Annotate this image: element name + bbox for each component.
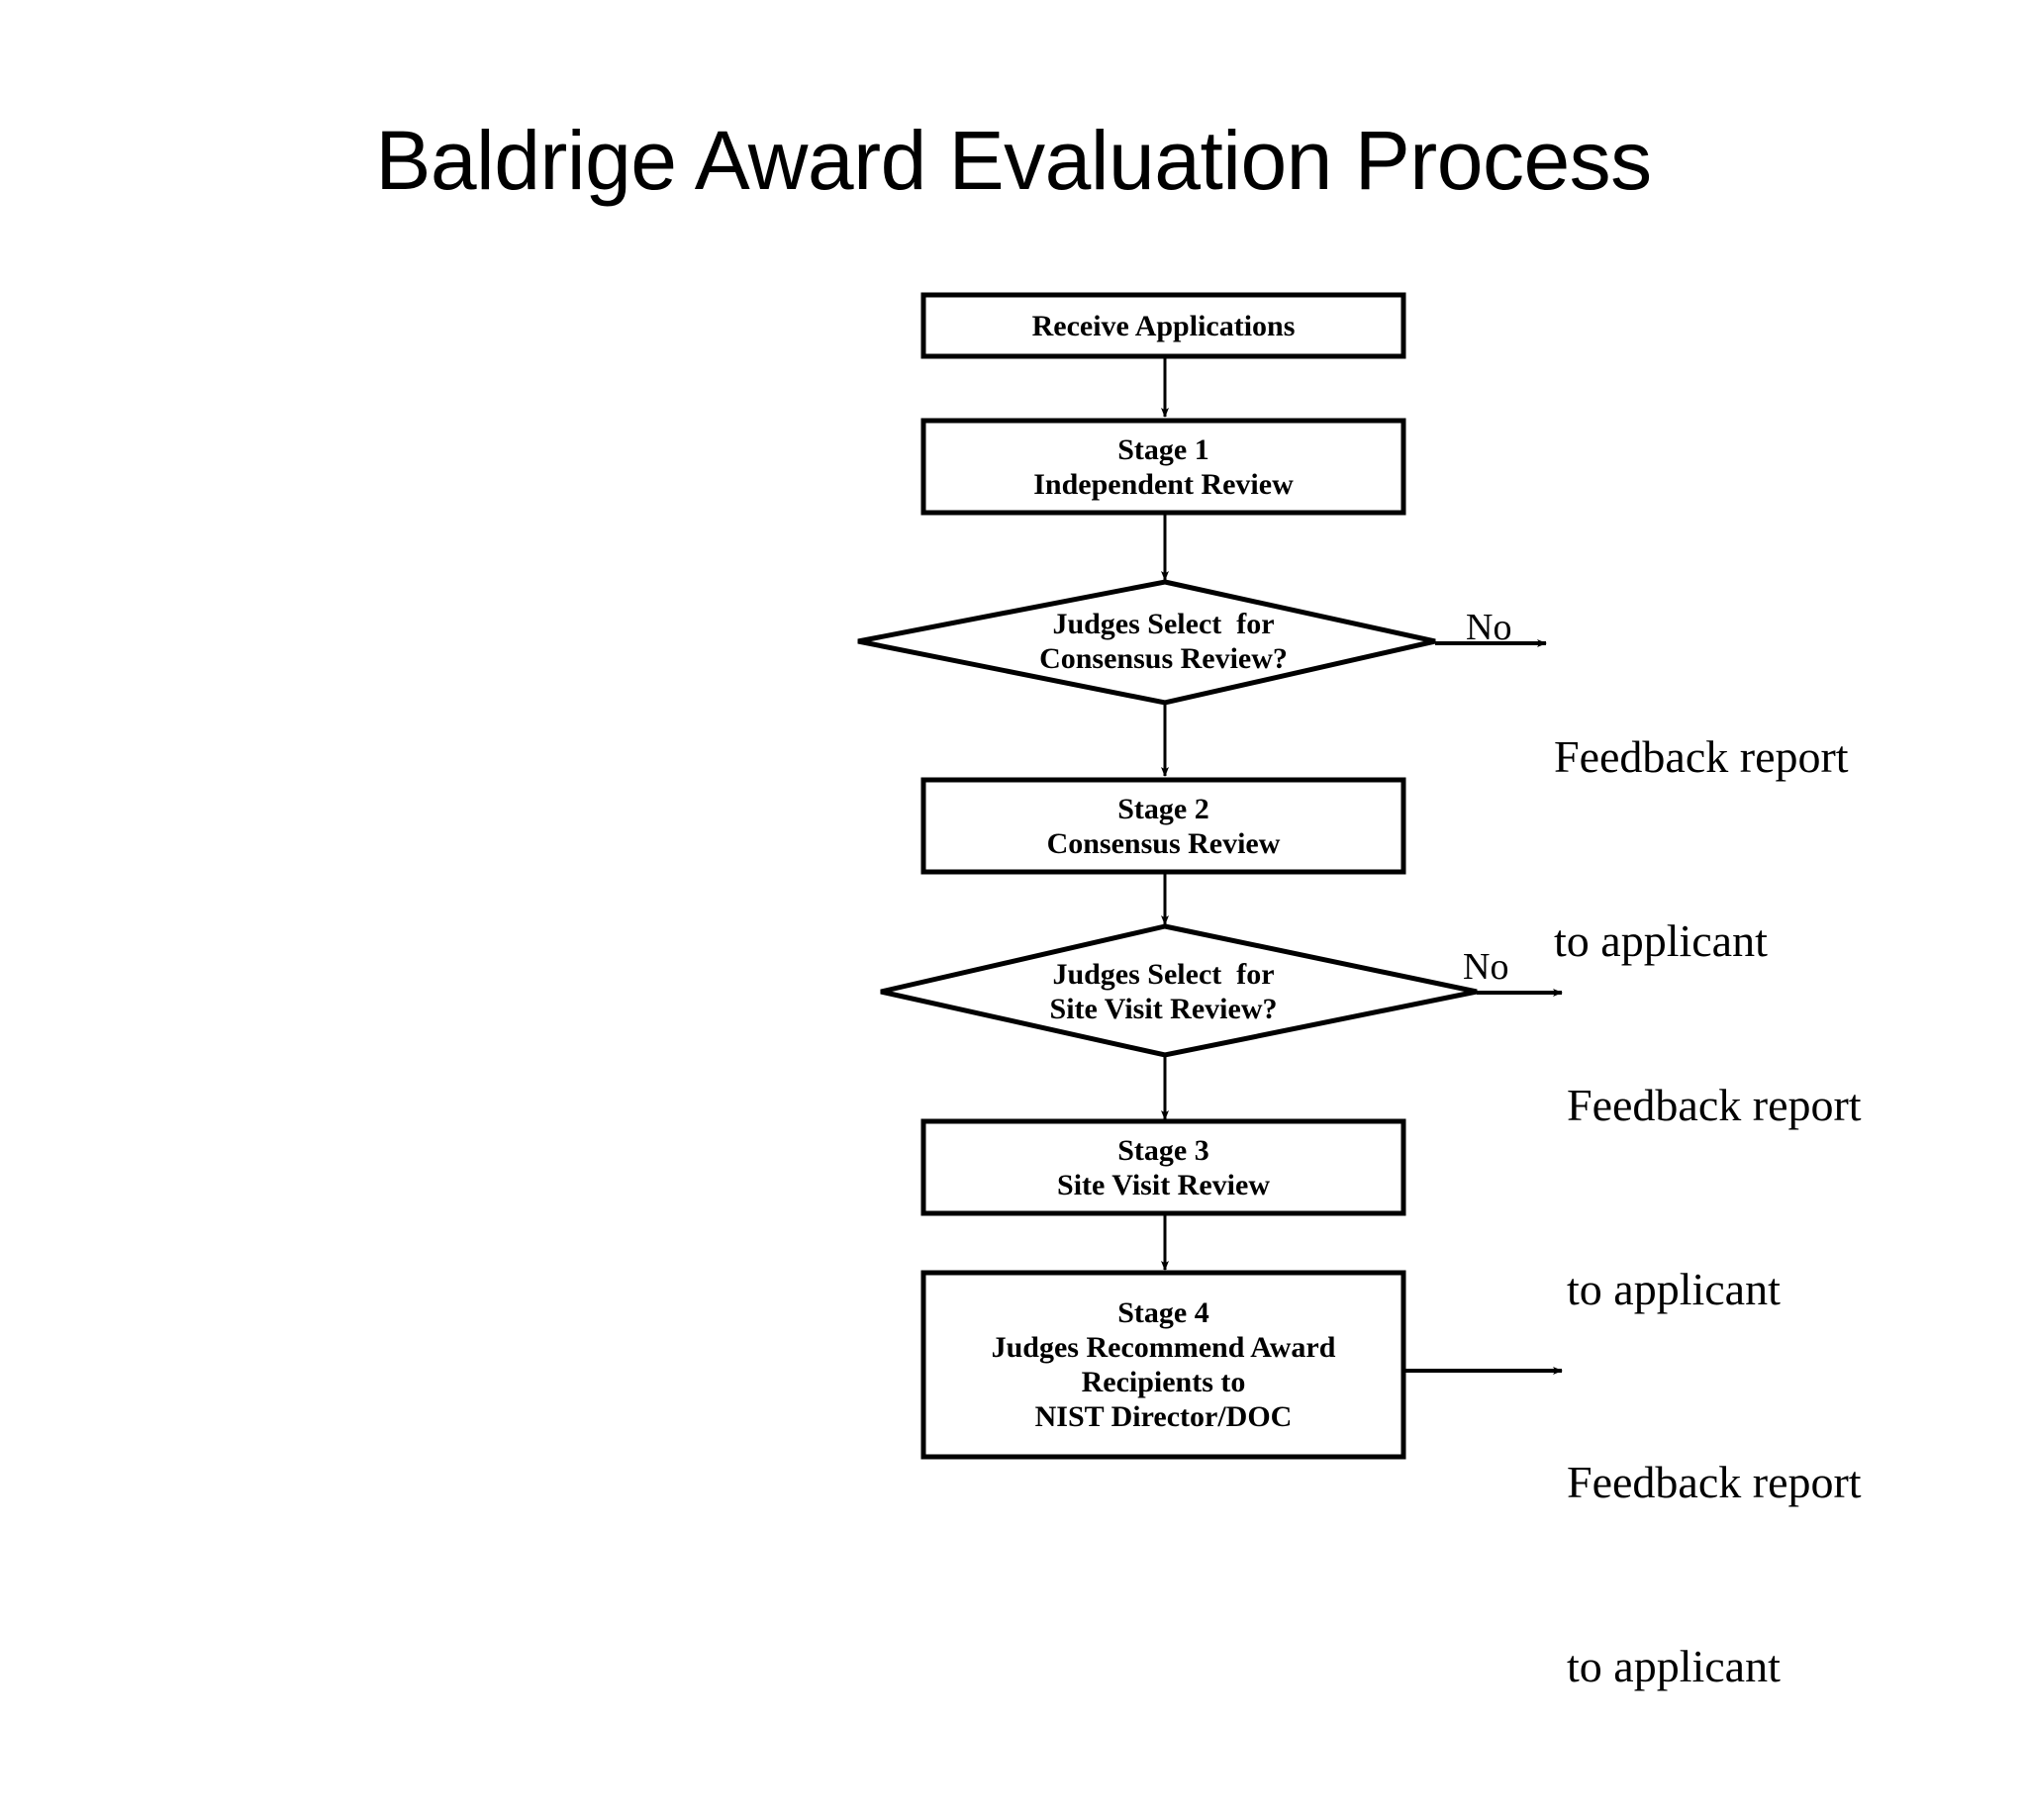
outcome-feedback-consensus: Feedback report to applicant [1554, 604, 1979, 1095]
page-title: Baldrige Award Evaluation Process [375, 114, 1652, 207]
node-stage-4-shape [920, 1270, 1406, 1460]
outcome-line: Feedback report [1567, 1080, 1862, 1130]
outcome-line: to applicant [1567, 1264, 1781, 1314]
node-receive-applications-shape [920, 292, 1406, 359]
node-decision-consensus-shape [857, 579, 1436, 706]
node-stage-2-shape [920, 777, 1406, 875]
branch-label-consensus-no: No [1466, 607, 1512, 648]
flowchart-diagram [857, 292, 1563, 1460]
node-stage-3-shape [920, 1118, 1406, 1216]
node-decision-site-visit-shape [880, 923, 1478, 1058]
outcome-line: Feedback report [1554, 731, 1849, 782]
outcome-line: Feedback report [1567, 1457, 1862, 1507]
node-stage-1-shape [920, 418, 1406, 516]
outcome-feedback-award: Feedback report to applicant [1567, 1329, 1992, 1820]
outcome-feedback-site-visit: Feedback report to applicant [1567, 952, 1992, 1443]
slide-canvas: Baldrige Award Evaluation Process [375, 114, 1992, 1691]
outcome-line: to applicant [1554, 915, 1768, 966]
branch-label-site-visit-no: No [1463, 946, 1509, 988]
outcome-line: to applicant [1567, 1641, 1781, 1691]
